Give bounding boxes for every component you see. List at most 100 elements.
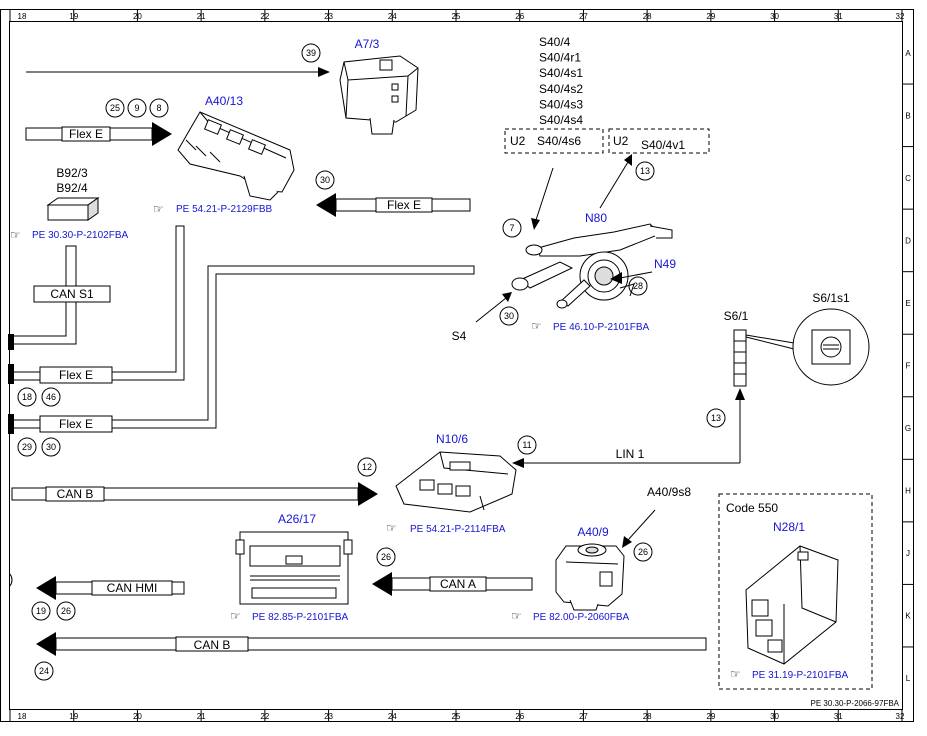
arrow-head bbox=[735, 388, 745, 400]
grid-column-label: 29 bbox=[706, 12, 715, 21]
grid-column-label: 26 bbox=[515, 12, 524, 21]
label-b92-3: B92/3 bbox=[56, 166, 88, 180]
arrow-head bbox=[36, 632, 56, 656]
callout-9 bbox=[127, 98, 147, 118]
callout-46-label: 46 bbox=[46, 392, 56, 402]
callout-30a bbox=[315, 170, 335, 190]
bus-flex-e-2-box bbox=[39, 366, 113, 384]
ref-a40-13[interactable]: PE 54.21-P-2129FBB bbox=[176, 204, 272, 215]
group-u2-left bbox=[504, 128, 604, 154]
grid-column-label: 27 bbox=[579, 12, 588, 21]
arrow-head bbox=[624, 154, 632, 166]
label-n49: N49 bbox=[654, 257, 676, 271]
grid-column-label: 22 bbox=[260, 712, 269, 721]
callout-26a bbox=[376, 547, 396, 567]
grid-column-label: 25 bbox=[452, 712, 461, 721]
connector-stub bbox=[8, 414, 14, 434]
grid-labels: 1818191920202121222223232424252526262727… bbox=[18, 12, 912, 721]
grid-column-label: 21 bbox=[197, 712, 206, 721]
grid-column-label: 21 bbox=[197, 12, 206, 21]
callout-30b bbox=[499, 306, 519, 326]
label-a7-3: A7/3 bbox=[355, 37, 380, 51]
callout-30a-label: 30 bbox=[320, 175, 330, 185]
grid-row-label: A bbox=[905, 49, 911, 58]
grid-ticks bbox=[9, 9, 914, 722]
grid-row-label: F bbox=[906, 362, 911, 371]
ref-n10-6[interactable]: PE 54.21-P-2114FBA bbox=[410, 524, 506, 535]
label-s40-item: S40/4s3 bbox=[539, 97, 583, 111]
ref-icon: ☞ bbox=[153, 202, 164, 216]
ref-a40-9[interactable]: PE 82.00-P-2060FBA bbox=[533, 612, 629, 623]
callout-11-label: 11 bbox=[522, 440, 531, 450]
bracket-stub bbox=[9, 573, 13, 587]
ref-n80[interactable]: PE 46.10-P-2101FBA bbox=[553, 322, 649, 333]
callout-29 bbox=[17, 437, 37, 457]
grid-row-label: E bbox=[905, 299, 910, 308]
label-u2-right: U2 bbox=[613, 134, 629, 148]
bus-lin-1-label: LIN 1 bbox=[616, 447, 645, 461]
ref-icon: ☞ bbox=[730, 667, 741, 681]
grid-row-label: H bbox=[905, 487, 911, 496]
callout-26c-label: 26 bbox=[61, 606, 71, 616]
grid-row-label: C bbox=[905, 174, 911, 183]
n28-1-unit bbox=[745, 545, 839, 665]
callout-26c bbox=[56, 601, 76, 621]
ref-icon: ☞ bbox=[511, 609, 522, 623]
callout-13a bbox=[635, 161, 655, 181]
a40-9-unit bbox=[555, 543, 625, 611]
ref-a26-17[interactable]: PE 82.85-P-2101FBA bbox=[252, 612, 348, 623]
ref-n28-1[interactable]: PE 31.19-P-2101FBA bbox=[752, 670, 848, 681]
callout-7-label: 7 bbox=[509, 223, 514, 233]
ref-b92[interactable]: PE 30.30-P-2102FBA bbox=[32, 230, 128, 241]
callout-12-label: 12 bbox=[362, 462, 372, 472]
grid-column-label: 24 bbox=[388, 712, 397, 721]
connector-stub bbox=[8, 334, 14, 350]
a26-17-unit bbox=[235, 531, 353, 605]
callout-19 bbox=[31, 601, 51, 621]
label-a40-9s8: A40/9s8 bbox=[647, 485, 691, 499]
label-s6-1: S6/1 bbox=[724, 309, 749, 323]
a7-3-unit bbox=[339, 55, 419, 135]
group-code-550 bbox=[718, 493, 873, 690]
bus-can-a-label: CAN A bbox=[440, 577, 476, 591]
callout-18 bbox=[17, 387, 37, 407]
s6-1-connector bbox=[733, 329, 747, 387]
grid-column-label: 27 bbox=[579, 712, 588, 721]
ref-icon: ☞ bbox=[10, 228, 21, 242]
bus-flex-e-1-label: Flex E bbox=[69, 127, 103, 141]
callout-13b-label: 13 bbox=[711, 413, 721, 423]
ref-icon: ☞ bbox=[531, 319, 542, 333]
grid-column-label: 25 bbox=[452, 12, 461, 21]
arrow-head bbox=[318, 67, 330, 77]
label-s40-item: S40/4s2 bbox=[539, 82, 583, 96]
s6-1s1-switch-detail bbox=[792, 308, 870, 386]
label-s40-item: S40/4s1 bbox=[539, 66, 583, 80]
arrow-head bbox=[622, 536, 632, 548]
bus-can-b-1-label: CAN B bbox=[57, 487, 94, 501]
bus-flex-e-4-label: Flex E bbox=[387, 198, 421, 212]
callout-13b bbox=[706, 408, 726, 428]
grid-column-label: 29 bbox=[706, 712, 715, 721]
arrow-head bbox=[502, 292, 512, 302]
label-s40-4v1: S40/4v1 bbox=[641, 138, 685, 152]
callout-12 bbox=[357, 457, 377, 477]
arrow-head bbox=[36, 576, 56, 600]
grid-column-label: 22 bbox=[260, 12, 269, 21]
label-s40-item: S40/4 bbox=[539, 35, 571, 49]
callout-30b-label: 30 bbox=[504, 311, 514, 321]
leader-a40-9s8 bbox=[627, 509, 656, 541]
callout-18-label: 18 bbox=[22, 392, 32, 402]
label-s4: S4 bbox=[452, 329, 467, 343]
callout-25-label: 25 bbox=[110, 103, 120, 113]
label-a40-13: A40/13 bbox=[205, 94, 243, 108]
grid-column-label: 30 bbox=[770, 712, 779, 721]
callout-9-label: 9 bbox=[134, 103, 139, 113]
bus-can-s1-label: CAN S1 bbox=[50, 287, 94, 301]
grid-column-label: 18 bbox=[18, 712, 27, 721]
bus-can-b-2 bbox=[55, 637, 707, 651]
grid-column-label: 20 bbox=[133, 12, 142, 21]
grid-row-label: J bbox=[906, 549, 910, 558]
bus-flex-e-2 bbox=[11, 225, 185, 381]
